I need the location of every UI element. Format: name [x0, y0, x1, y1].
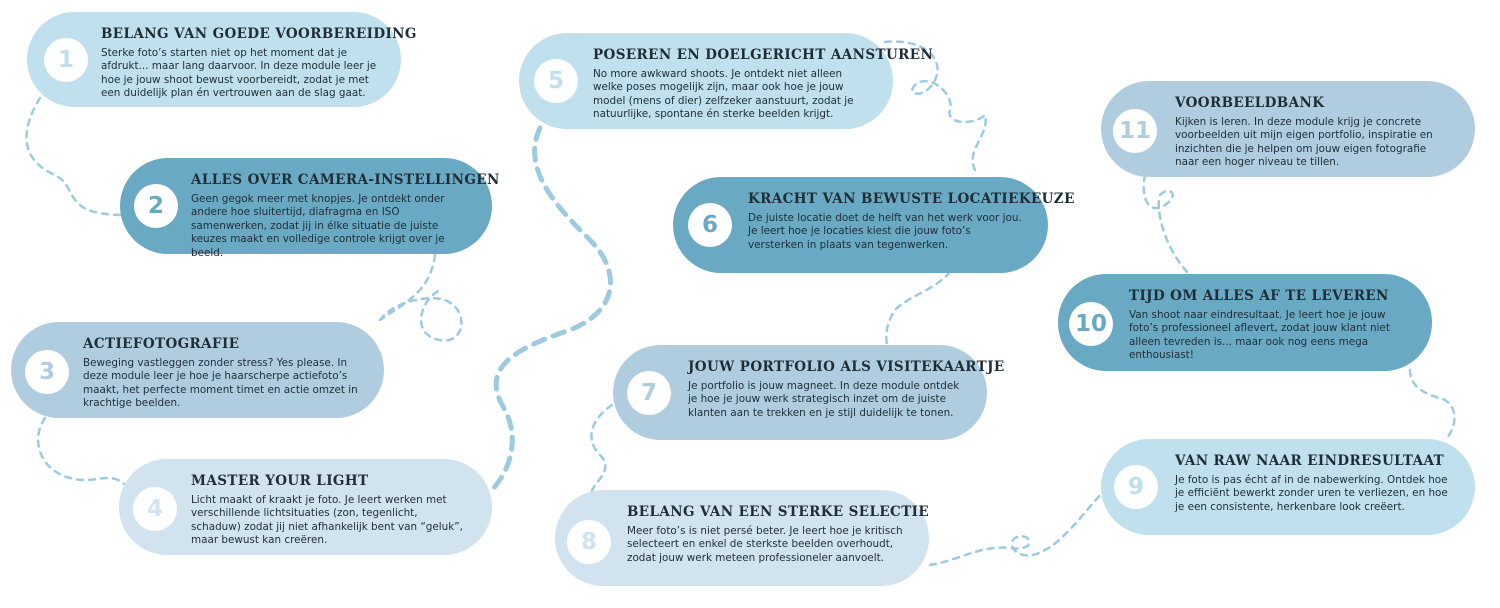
module-text: Beweging vastleggen zonder stress? Yes p… [83, 357, 358, 410]
module-card-2: 2 ALLES OVER CAMERA-INSTELLINGEN Geen ge… [120, 158, 500, 259]
module-card-5: 5 POSEREN EN DOELGERICHT AANSTUREN No mo… [519, 33, 934, 129]
module-card-8: 8 BELANG VAN EEN STERKE SELECTIE Meer fo… [555, 490, 929, 586]
number-badge-8: 8 [567, 520, 611, 564]
module-card-11: 11 VOORBEELDBANK Kijken is leren. In dez… [1101, 81, 1475, 177]
module-card-10: 10 TIJD OM ALLES AF TE LEVEREN Van shoot… [1058, 274, 1432, 371]
module-card-1: 1 BELANG VAN GOEDE VOORBEREIDING Sterke … [27, 12, 417, 107]
number-badge-2: 2 [134, 184, 178, 228]
path-4-5 [489, 125, 613, 493]
number-badge-7: 7 [627, 371, 671, 415]
path-2-3 [378, 253, 463, 342]
path-7-8 [588, 403, 614, 497]
module-card-3: 3 ACTIEFOTOGRAFIE Beweging vastleggen zo… [11, 322, 384, 418]
module-text: Van shoot naar eindresultaat. Je leert h… [1129, 309, 1390, 362]
module-number: 9 [1127, 474, 1144, 500]
module-number: 10 [1074, 311, 1107, 337]
module-card-9: 9 VAN RAW NAAR EINDRESULTAAT Je foto is … [1101, 439, 1475, 535]
path-8-9 [928, 488, 1107, 567]
module-number: 3 [38, 359, 55, 385]
module-title: BELANG VAN GOEDE VOORBEREIDING [101, 26, 417, 42]
module-number: 2 [147, 193, 164, 219]
module-title: BELANG VAN EEN STERKE SELECTIE [627, 504, 930, 520]
module-number: 11 [1118, 118, 1151, 144]
module-text: No more awkward shoots. Je ontdekt niet … [593, 68, 854, 121]
module-text: Je portfolio is jouw magneet. In deze mo… [688, 380, 960, 419]
number-badge-3: 3 [25, 350, 69, 394]
module-title: ACTIEFOTOGRAFIE [83, 336, 240, 352]
path-1-2 [25, 96, 127, 217]
module-number: 1 [57, 47, 74, 73]
path-9-10 [1408, 368, 1456, 442]
module-number: 8 [580, 529, 597, 555]
module-title: TIJD OM ALLES AF TE LEVEREN [1129, 288, 1389, 304]
module-text: Sterke foto’s starten niet op het moment… [101, 47, 377, 100]
module-text: Meer foto’s is niet persé beter. Je leer… [627, 525, 903, 564]
module-title: VAN RAW NAAR EINDRESULTAAT [1175, 453, 1445, 469]
module-text: Je foto is pas écht af in de nabewerking… [1175, 474, 1448, 513]
path-3-4 [36, 416, 127, 487]
module-card-4: 4 MASTER YOUR LIGHT Licht maakt of kraak… [119, 459, 492, 555]
module-text: De juiste locatie doet de helft van het … [748, 212, 1022, 251]
module-card-6: 6 KRACHT VAN BEWUSTE LOCATIEKEUZE De jui… [673, 177, 1075, 273]
number-badge-9: 9 [1114, 465, 1158, 509]
path-10-11 [1142, 173, 1192, 277]
module-text: Licht maakt of kraakt je foto. Je leert … [191, 494, 463, 547]
module-text: Geen gegok meer met knopjes. Je ontdekt … [191, 193, 445, 259]
number-badge-11: 11 [1113, 109, 1157, 153]
number-badge-1: 1 [44, 38, 88, 82]
module-title: KRACHT VAN BEWUSTE LOCATIEKEUZE [748, 191, 1075, 207]
module-number: 6 [701, 212, 718, 238]
module-title: ALLES OVER CAMERA-INSTELLINGEN [191, 172, 500, 188]
module-title: JOUW PORTFOLIO ALS VISITEKAARTJE [688, 359, 1005, 375]
module-title: POSEREN EN DOELGERICHT AANSTUREN [593, 47, 934, 63]
module-title: MASTER YOUR LIGHT [191, 473, 369, 489]
path-5-6 [883, 40, 987, 172]
module-number: 4 [146, 496, 163, 522]
module-title: VOORBEELDBANK [1175, 95, 1325, 111]
number-badge-4: 4 [133, 487, 177, 531]
module-number: 7 [640, 380, 657, 406]
number-badge-5: 5 [534, 59, 578, 103]
number-badge-10: 10 [1069, 302, 1113, 346]
number-badge-6: 6 [688, 203, 732, 247]
path-6-7 [885, 270, 952, 350]
module-text: Kijken is leren. In deze module krijg je… [1175, 116, 1433, 169]
module-number: 5 [547, 68, 564, 94]
module-card-7: 7 JOUW PORTFOLIO ALS VISITEKAARTJE Je po… [613, 345, 1005, 440]
